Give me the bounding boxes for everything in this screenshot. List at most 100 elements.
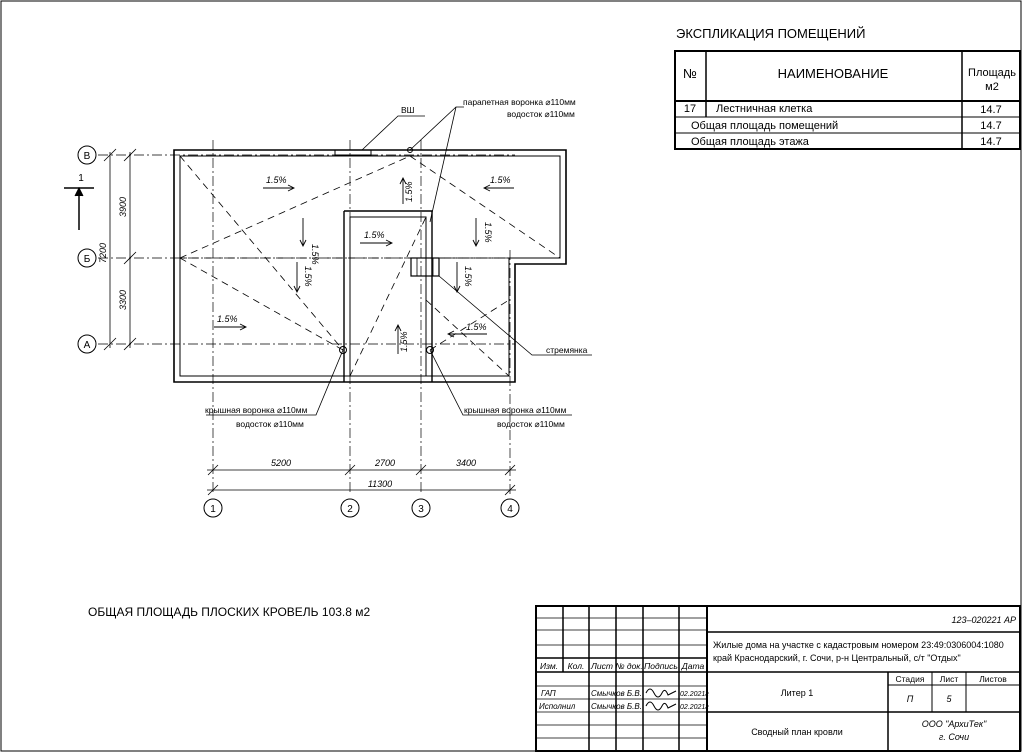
signature-gap <box>645 688 677 698</box>
sheet-label: Лист <box>940 674 959 684</box>
date-executor: 02.2021г <box>680 704 709 711</box>
project-line-1: Жилые дома на участке с кадастровым номе… <box>713 640 1004 650</box>
slope-label: 1.5% <box>404 181 414 202</box>
header-signature: Подпись <box>644 661 678 671</box>
section-mark-number: 1 <box>78 173 84 184</box>
dim-3300: 3300 <box>118 290 128 310</box>
plan-annotations: ВШ парапетная воронка ⌀110мм водосток ⌀1… <box>205 97 588 429</box>
slope-label: 1.5% <box>399 331 409 352</box>
header-date: Дата <box>681 661 705 671</box>
slope-label: 1.5% <box>303 266 313 287</box>
parapet-funnel <box>407 147 413 153</box>
vertical-dimensions <box>103 148 137 351</box>
section-mark: 1 <box>64 173 94 230</box>
col-area-header-1: Площадь <box>968 67 1016 79</box>
stamp-column-headers: Изм. Кол. Лист № док. Подпись Дата <box>540 661 705 671</box>
slope-label: 1.5% <box>466 322 487 332</box>
slope-arrows-horizontal <box>214 184 514 338</box>
axis-label-2: 2 <box>347 504 353 515</box>
vertical-dimension-labels: 3900 3300 7200 <box>98 197 128 310</box>
slope-division-lines <box>179 155 561 377</box>
axis-letter-bubbles: В Б А <box>77 145 97 354</box>
role-executor: Исполнил <box>539 702 576 711</box>
parapet-funnel-label: парапетная воронка ⌀110мм <box>463 97 576 107</box>
stage-value: П <box>907 694 914 704</box>
row-3-area: 14.7 <box>980 136 1001 148</box>
dim-2700: 2700 <box>374 458 395 468</box>
axis-label-b: Б <box>84 254 91 265</box>
vsh-shaft <box>334 149 372 156</box>
axis-label-3: 3 <box>418 504 424 515</box>
axis-label-a: А <box>84 340 91 351</box>
slope-label: 1.5% <box>217 314 238 324</box>
drainpipe-right-label: водосток ⌀110мм <box>497 419 565 429</box>
date-gap: 02.2021г <box>680 691 709 698</box>
row-1-number: 17 <box>684 103 696 115</box>
slope-label: 1.5% <box>490 175 511 185</box>
dim-7200: 7200 <box>98 243 108 263</box>
col-area-header-2: м2 <box>985 81 999 93</box>
title-block-stamp: 123–020221 АР Жилые дома на участке с ка… <box>535 605 1021 752</box>
parapet-drainpipe-label: водосток ⌀110мм <box>507 109 575 119</box>
signature-executor <box>645 701 677 711</box>
role-gap: ГАП <box>541 689 556 698</box>
header-list: Лист <box>590 661 613 671</box>
roof-funnel-right <box>426 346 434 354</box>
leader-lines <box>206 106 592 416</box>
vsh-label: ВШ <box>401 105 415 115</box>
col-name-header: НАИМЕНОВАНИЕ <box>778 66 889 81</box>
document-code: 123–020221 АР <box>951 615 1016 625</box>
total-flat-roof-area-note: ОБЩАЯ ПЛОЩАДЬ ПЛОСКИХ КРОВЕЛЬ 103.8 м2 <box>88 605 371 619</box>
header-doc-no: № док. <box>615 661 642 671</box>
slope-label: 1.5% <box>483 222 493 243</box>
stage-label: Стадия <box>896 674 925 684</box>
ladder-box <box>410 257 440 277</box>
row-2-area: 14.7 <box>980 120 1001 132</box>
name-executor: Смычков Б.В. <box>591 702 642 711</box>
axis-number-bubbles: 1 2 3 4 <box>203 498 520 518</box>
ladder-label: стремянка <box>546 345 588 355</box>
stair-block-inner <box>349 216 427 377</box>
roof-funnel-left <box>339 346 347 354</box>
dim-3400: 3400 <box>456 458 476 468</box>
row-2-name: Общая площадь помещений <box>691 120 838 132</box>
slope-label: 1.5% <box>364 230 385 240</box>
slope-arrows-vertical <box>293 176 480 354</box>
roof-outline-inner <box>179 155 561 377</box>
sheet-value: 5 <box>946 694 952 704</box>
slope-labels-horizontal: 1.5% 1.5% 1.5% 1.5% 1.5% <box>217 175 511 332</box>
drainpipe-left-label: водосток ⌀110мм <box>236 419 304 429</box>
slope-labels-vertical: 1.5% 1.5% 1.5% 1.5% 1.5% 1.5% <box>303 181 493 352</box>
explication-title: ЭКСПЛИКАЦИЯ ПОМЕЩЕНИЙ <box>676 26 865 41</box>
slope-label: 1.5% <box>310 244 320 265</box>
row-1-name: Лестничная клетка <box>716 103 813 115</box>
slope-label: 1.5% <box>463 266 473 287</box>
roof-funnel-right-label: крышная воронка ⌀110мм <box>464 405 567 415</box>
name-gap: Смычков Б.В. <box>591 689 642 698</box>
row-1-area: 14.7 <box>980 104 1001 116</box>
axis-label-v: В <box>84 151 91 162</box>
header-izm: Изм. <box>540 661 558 671</box>
sheets-label: Листов <box>979 674 1007 684</box>
roof-plan <box>98 106 592 495</box>
dim-3900: 3900 <box>118 197 128 217</box>
col-number-header: № <box>683 66 697 81</box>
row-3-name: Общая площадь этажа <box>691 136 810 148</box>
object-name: Литер 1 <box>781 688 813 698</box>
stamp-signatories: ГАП Смычков Б.В. 02.2021г Исполнил Смычк… <box>539 689 709 711</box>
explication-table: ЭКСПЛИКАЦИЯ ПОМЕЩЕНИЙ № НАИМЕНОВАНИЕ Пло… <box>674 26 1021 150</box>
company-name: ООО "АрхиТек" <box>922 719 987 729</box>
horizontal-dimension-labels: 5200 2700 3400 11300 <box>271 458 476 489</box>
slope-label: 1.5% <box>266 175 287 185</box>
project-line-2: край Краснодарский, г. Сочи, р-н Централ… <box>713 653 961 663</box>
header-kol: Кол. <box>568 661 585 671</box>
horizontal-dimensions <box>207 464 516 496</box>
dim-total-11300: 11300 <box>368 479 392 489</box>
axis-label-1: 1 <box>210 504 216 515</box>
drawing-title: Сводный план кровли <box>751 727 843 737</box>
company-city: г. Сочи <box>939 732 969 742</box>
axis-label-4: 4 <box>507 504 513 515</box>
roof-outline-outer <box>173 149 567 383</box>
